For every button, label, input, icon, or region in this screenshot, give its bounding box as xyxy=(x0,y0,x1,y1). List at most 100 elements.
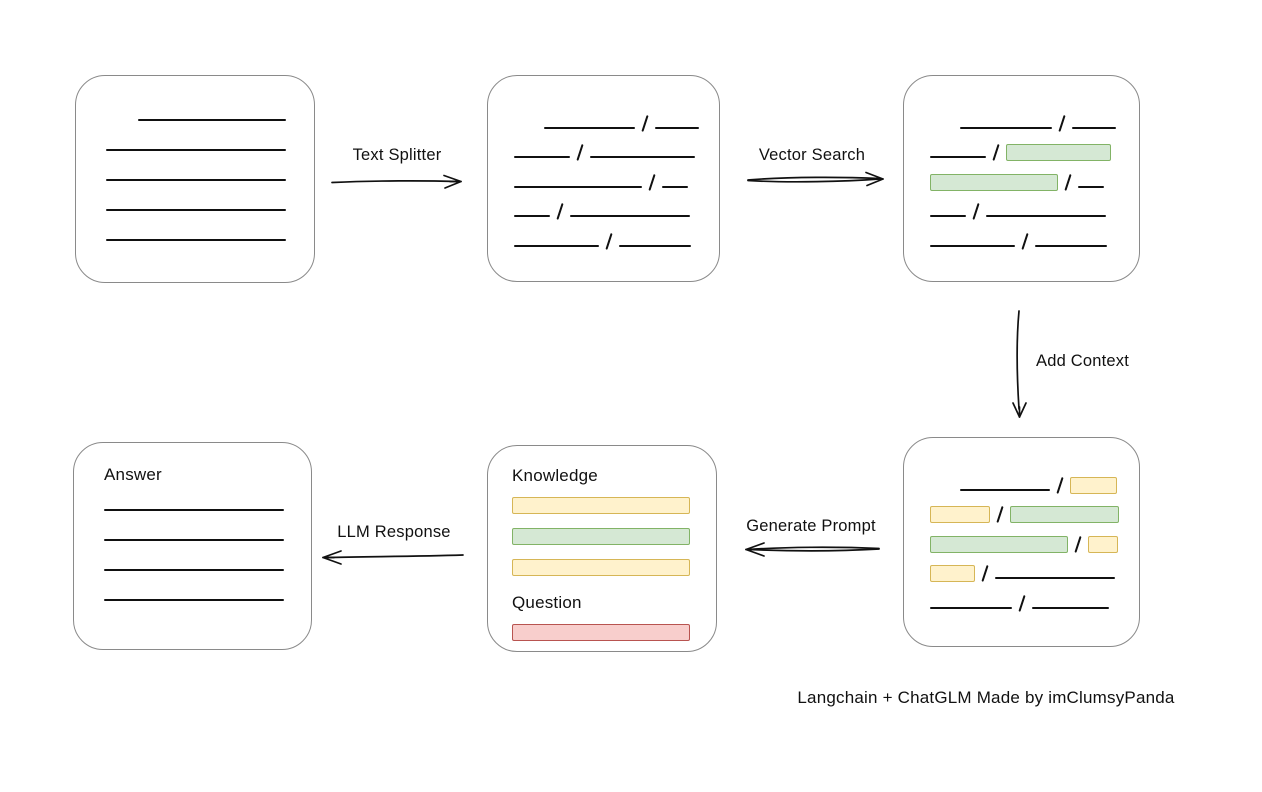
split-text-box xyxy=(487,75,720,282)
text-line xyxy=(104,509,284,511)
text-line-segment xyxy=(960,488,1050,491)
text-line xyxy=(106,209,286,211)
llm-response-arrow xyxy=(322,550,464,565)
slash-separator xyxy=(1064,173,1072,191)
text-line-segment xyxy=(930,606,1012,609)
highlight-green-bar xyxy=(930,535,1068,553)
text-line xyxy=(138,119,286,121)
text-splitter-arrow xyxy=(331,174,462,189)
text-line xyxy=(106,149,286,151)
text-line-segment xyxy=(1032,606,1110,609)
generate-prompt-arrow xyxy=(745,542,880,557)
text-row xyxy=(930,553,1119,582)
highlight-green-bar xyxy=(930,173,1058,191)
text-row xyxy=(930,523,1119,553)
slash-separator xyxy=(1018,594,1026,612)
text-line-segment xyxy=(514,215,550,217)
text-row xyxy=(514,161,699,191)
text-row xyxy=(930,132,1119,161)
slash-separator xyxy=(1058,114,1066,132)
text-row xyxy=(514,220,699,250)
text-row xyxy=(514,102,699,132)
text-line xyxy=(104,539,284,541)
text-line-segment xyxy=(1072,126,1117,129)
text-line-segment xyxy=(1078,185,1105,188)
highlight-yellow-bar xyxy=(930,506,990,523)
text-line-segment xyxy=(655,126,699,129)
answer-label: Answer xyxy=(104,465,162,484)
text-line-segment xyxy=(930,156,986,158)
question-label: Question xyxy=(512,593,582,612)
text-line xyxy=(106,179,286,181)
generate-prompt-label: Generate Prompt xyxy=(746,517,876,535)
slash-separator xyxy=(648,173,656,191)
highlight-yellow-bar xyxy=(930,565,975,582)
text-line-segment xyxy=(930,244,1015,247)
slash-separator xyxy=(576,144,584,161)
slash-separator xyxy=(556,203,564,220)
slash-separator xyxy=(1074,535,1082,553)
text-row xyxy=(930,191,1119,221)
text-line-segment xyxy=(995,577,1116,579)
text-line-segment xyxy=(514,185,642,188)
text-row xyxy=(930,464,1119,494)
add-context-label: Add Context xyxy=(1036,352,1130,370)
text-line-segment xyxy=(960,126,1052,129)
text-line-segment xyxy=(544,126,636,129)
highlight-green-bar xyxy=(1010,506,1119,523)
text-line-segment xyxy=(570,215,691,217)
text-row xyxy=(930,102,1119,132)
llm-response-label: LLM Response xyxy=(337,523,451,541)
vector-matches-box xyxy=(903,75,1140,282)
text-line-segment xyxy=(1035,244,1108,247)
text-line xyxy=(104,569,284,571)
knowledge-bars xyxy=(512,497,690,576)
highlight-green-bar xyxy=(512,528,690,545)
vector-matches-rows xyxy=(904,76,1139,250)
prompt-box: Knowledge Question xyxy=(487,445,717,652)
slash-separator xyxy=(1056,476,1064,494)
slash-separator xyxy=(605,232,613,250)
text-line xyxy=(104,599,284,601)
highlight-yellow-bar xyxy=(512,559,690,576)
slash-separator xyxy=(1021,232,1029,250)
text-row xyxy=(514,191,699,221)
highlight-yellow-bar xyxy=(512,497,690,514)
text-row xyxy=(930,161,1119,191)
slash-separator xyxy=(981,565,989,582)
highlight-red-bar xyxy=(512,624,690,641)
credit-text: Langchain + ChatGLM Made by imClumsyPand… xyxy=(797,688,1175,707)
knowledge-label: Knowledge xyxy=(512,466,598,485)
highlight-yellow-bar xyxy=(1088,535,1119,553)
document-lines xyxy=(76,76,314,241)
slash-separator xyxy=(992,144,1000,161)
text-line-segment xyxy=(514,156,570,158)
text-line-segment xyxy=(514,244,599,247)
text-row xyxy=(930,494,1119,523)
vector-search-arrow xyxy=(747,171,884,187)
add-context-arrow xyxy=(1012,310,1027,418)
text-line-segment xyxy=(590,156,696,158)
split-text-rows xyxy=(488,76,719,250)
slash-separator xyxy=(996,506,1004,523)
highlight-green-bar xyxy=(1006,144,1112,161)
answer-lines xyxy=(104,485,284,601)
text-line-segment xyxy=(930,215,966,217)
slash-separator xyxy=(972,203,980,220)
document-box xyxy=(75,75,315,283)
text-row xyxy=(930,582,1119,612)
context-selection-box xyxy=(903,437,1140,647)
text-splitter-label: Text Splitter xyxy=(352,146,442,164)
vector-search-label: Vector Search xyxy=(758,146,866,164)
text-line-segment xyxy=(986,215,1107,217)
answer-box: Answer xyxy=(73,442,312,650)
slash-separator xyxy=(641,114,649,132)
text-row xyxy=(930,220,1119,250)
highlight-yellow-bar xyxy=(1070,476,1118,494)
context-selection-rows xyxy=(904,438,1139,612)
question-bars xyxy=(512,624,690,641)
text-line xyxy=(106,239,286,241)
text-line-segment xyxy=(662,185,689,188)
text-row xyxy=(514,132,699,162)
